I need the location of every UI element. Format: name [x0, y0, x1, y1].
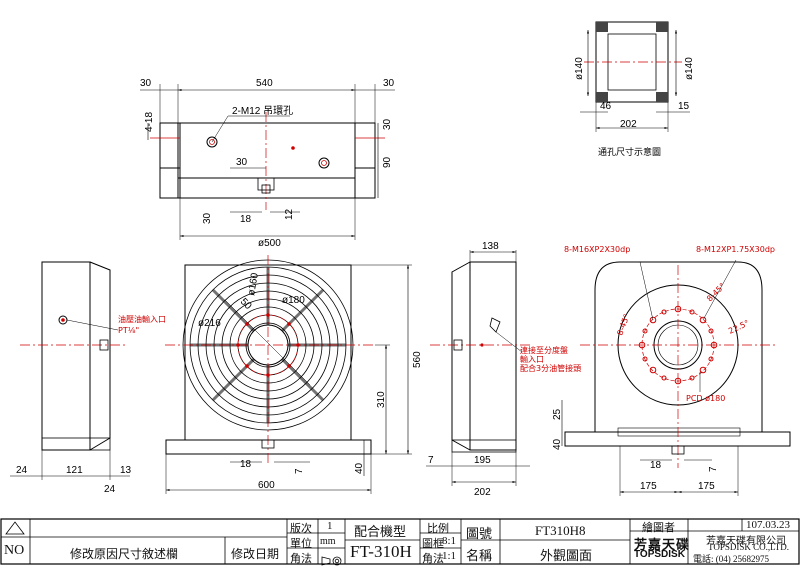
company-name-cn: 芳嘉天碟有限公司 [706, 536, 786, 547]
lifting-hole-note: 2-M12 吊環孔 [232, 105, 293, 117]
dim-30-top: 30 [382, 118, 393, 130]
dim-175-b: 175 [698, 481, 715, 492]
company-logo-en: TOPSDISK [634, 549, 685, 560]
dim-15: 15 [678, 101, 690, 112]
value-unit: mm [320, 536, 336, 547]
dim-138: 138 [482, 241, 499, 252]
label-drawing-no: 圖號 [466, 526, 493, 541]
dim-180: ø180 [282, 295, 305, 306]
value-angle: 1:1 [442, 550, 457, 562]
dim-540: 540 [256, 78, 273, 89]
connect-note-3: 配合3分油管接頭 [520, 363, 581, 373]
company-telephone: 電話: (04) 25682975 [693, 554, 769, 564]
label-drawer: 繪圖者 [642, 522, 675, 534]
company-logo-cn: 芳嘉天碟 [634, 537, 691, 552]
dim-140-right: ø140 [684, 57, 695, 80]
oil-input-note: 油壓油輸入口 [118, 314, 166, 324]
dim-90: 90 [382, 156, 393, 168]
oil-input-note-2: PT⅛" [118, 326, 139, 335]
projection-symbol [321, 551, 343, 566]
value-revision: 1 [327, 520, 333, 532]
label-frame: 圖框 [422, 538, 444, 550]
m12-note: 8-M12XP1.75X30dp [696, 245, 775, 254]
dim-202: 202 [620, 119, 637, 130]
dim-40-back: 40 [552, 438, 563, 450]
dim-30-left: 30 [140, 78, 152, 89]
value-model: FT-310H [350, 542, 412, 561]
label-angle: 角法 [422, 553, 444, 565]
m16-note: 8-M16XP2X30dp [564, 245, 630, 254]
label-model: 配合機型 [354, 524, 407, 539]
dim-4-18: 4-18 [144, 112, 155, 132]
dim-310: 310 [376, 391, 387, 408]
dim-key-12: 12 [284, 208, 295, 220]
dim-560: 560 [412, 351, 423, 368]
title-block-frame [0, 518, 800, 565]
dim-24-b: 24 [104, 484, 116, 495]
dim-140-left: ø140 [574, 57, 585, 80]
through-hole-caption: 通孔尺寸示意圖 [598, 146, 661, 158]
connect-note-2: 輸入口 [520, 354, 544, 364]
connect-note-1: 連接至分度盤 [520, 345, 568, 355]
no-label: NO [4, 543, 25, 558]
dim-7-side: 7 [428, 455, 434, 466]
label-ratio: 比例 [427, 523, 449, 535]
dim-30-right: 30 [383, 78, 395, 89]
left-side-view: 油壓油輸入口 PT⅛" 24 121 13 24 [10, 261, 166, 495]
value-frame: 8:1 [442, 535, 457, 547]
dim-13: 13 [120, 465, 132, 476]
back-view: 8-M16XP2X30dp 8-M12XP1.75X30dp 8-45° 8-4… [552, 245, 791, 496]
dim-key-30: 30 [202, 212, 213, 224]
dim-40-front: 40 [354, 462, 365, 474]
angle-45-b: 8-45° [705, 281, 727, 303]
angle-22-5: 22.5° [727, 318, 751, 335]
angle-45-a: 8-45° [615, 313, 631, 337]
label-name: 名稱 [466, 548, 493, 563]
value-name: 外觀圖面 [540, 548, 593, 563]
label-unit: 單位 [290, 538, 312, 550]
dim-key-18: 18 [240, 214, 252, 225]
dim-18-back: 18 [650, 460, 662, 471]
dim-600: 600 [258, 480, 275, 491]
label-revision: 版次 [290, 523, 312, 535]
dim-46: 46 [600, 101, 612, 112]
through-hole-view: ø140 ø140 46 15 202 通孔尺寸示意圖 [574, 21, 695, 158]
right-side-view: 138 連接至分度盤 輸入口 配合3分油管接頭 7 195 202 [426, 241, 581, 498]
dim-7-back: 7 [708, 466, 719, 472]
company-name-en: TOPSDISK CO.,LTD. [708, 542, 790, 552]
dim-160: ø160 [246, 272, 261, 297]
value-date: 107.03.23 [746, 519, 790, 531]
label-projection: 角法 [290, 553, 312, 565]
dim-175-a: 175 [640, 481, 657, 492]
dim-7-front: 7 [294, 468, 305, 474]
pcd-180: PCD ø180 [686, 394, 725, 403]
revision-date: 修改日期 [231, 547, 280, 561]
value-drawing-no: FT310H8 [535, 523, 586, 538]
dim-195: 195 [474, 455, 491, 466]
front-view: 50 ø160 ø180 ø216 560 310 40 18 7 600 [165, 255, 423, 494]
dim-202-side: 202 [474, 487, 491, 498]
dim-25: 25 [552, 408, 563, 420]
dim-30-slot: 30 [236, 157, 248, 168]
dim-24-a: 24 [16, 465, 28, 476]
dim-500: ø500 [258, 238, 281, 249]
dim-18-front: 18 [240, 459, 252, 470]
revision-description: 修改原因尺寸敘述欄 [70, 547, 179, 561]
top-view: 540 30 30 4-18 2-M12 吊環孔 30 30 90 ø500 3… [140, 78, 395, 249]
dim-216: ø216 [198, 318, 221, 329]
dim-121: 121 [66, 465, 83, 476]
